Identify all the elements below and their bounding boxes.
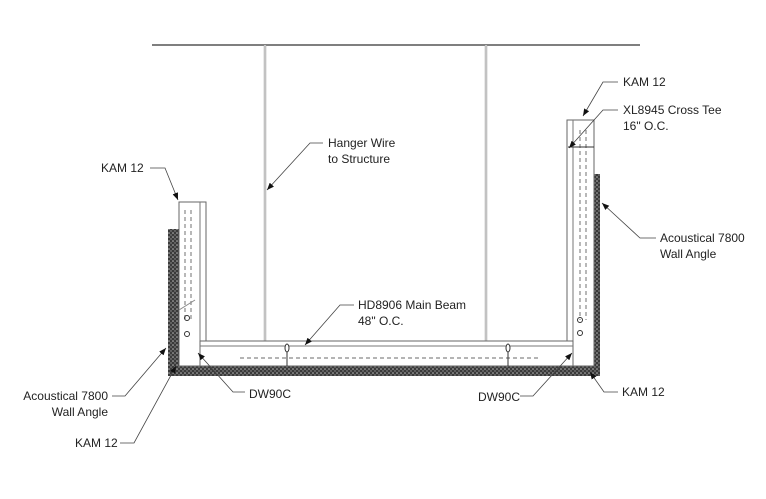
label-kam-top-right: KAM 12 xyxy=(623,75,666,89)
label-dw90c-right: DW90C xyxy=(478,390,520,404)
label-main-beam-spacing: 48" O.C. xyxy=(358,314,404,328)
label-wall-angle-left: Acoustical 7800 xyxy=(23,389,108,403)
label-wall-angle-right: Acoustical 7800 xyxy=(660,231,745,245)
label-wall-angle-right-2: Wall Angle xyxy=(660,247,717,261)
label-hanger-wire-2: to Structure xyxy=(328,152,390,166)
label-dw90c-left: DW90C xyxy=(249,387,291,401)
label-kam-bottom-right: KAM 12 xyxy=(622,385,665,399)
hanger-wires xyxy=(263,45,488,345)
leader-lines xyxy=(112,81,656,444)
main-beam xyxy=(199,340,574,367)
label-kam-bottom-left: KAM 12 xyxy=(75,436,118,450)
kam-right-channel xyxy=(538,119,595,367)
kam-left-channel xyxy=(178,201,227,367)
label-wall-angle-left-2: Wall Angle xyxy=(52,405,109,419)
label-kam-left: KAM 12 xyxy=(101,161,144,175)
label-cross-tee-spacing: 16" O.C. xyxy=(623,119,669,133)
label-hanger-wire: Hanger Wire xyxy=(328,136,396,150)
label-main-beam: HD8906 Main Beam xyxy=(358,298,466,312)
label-cross-tee: XL8945 Cross Tee xyxy=(623,103,722,117)
